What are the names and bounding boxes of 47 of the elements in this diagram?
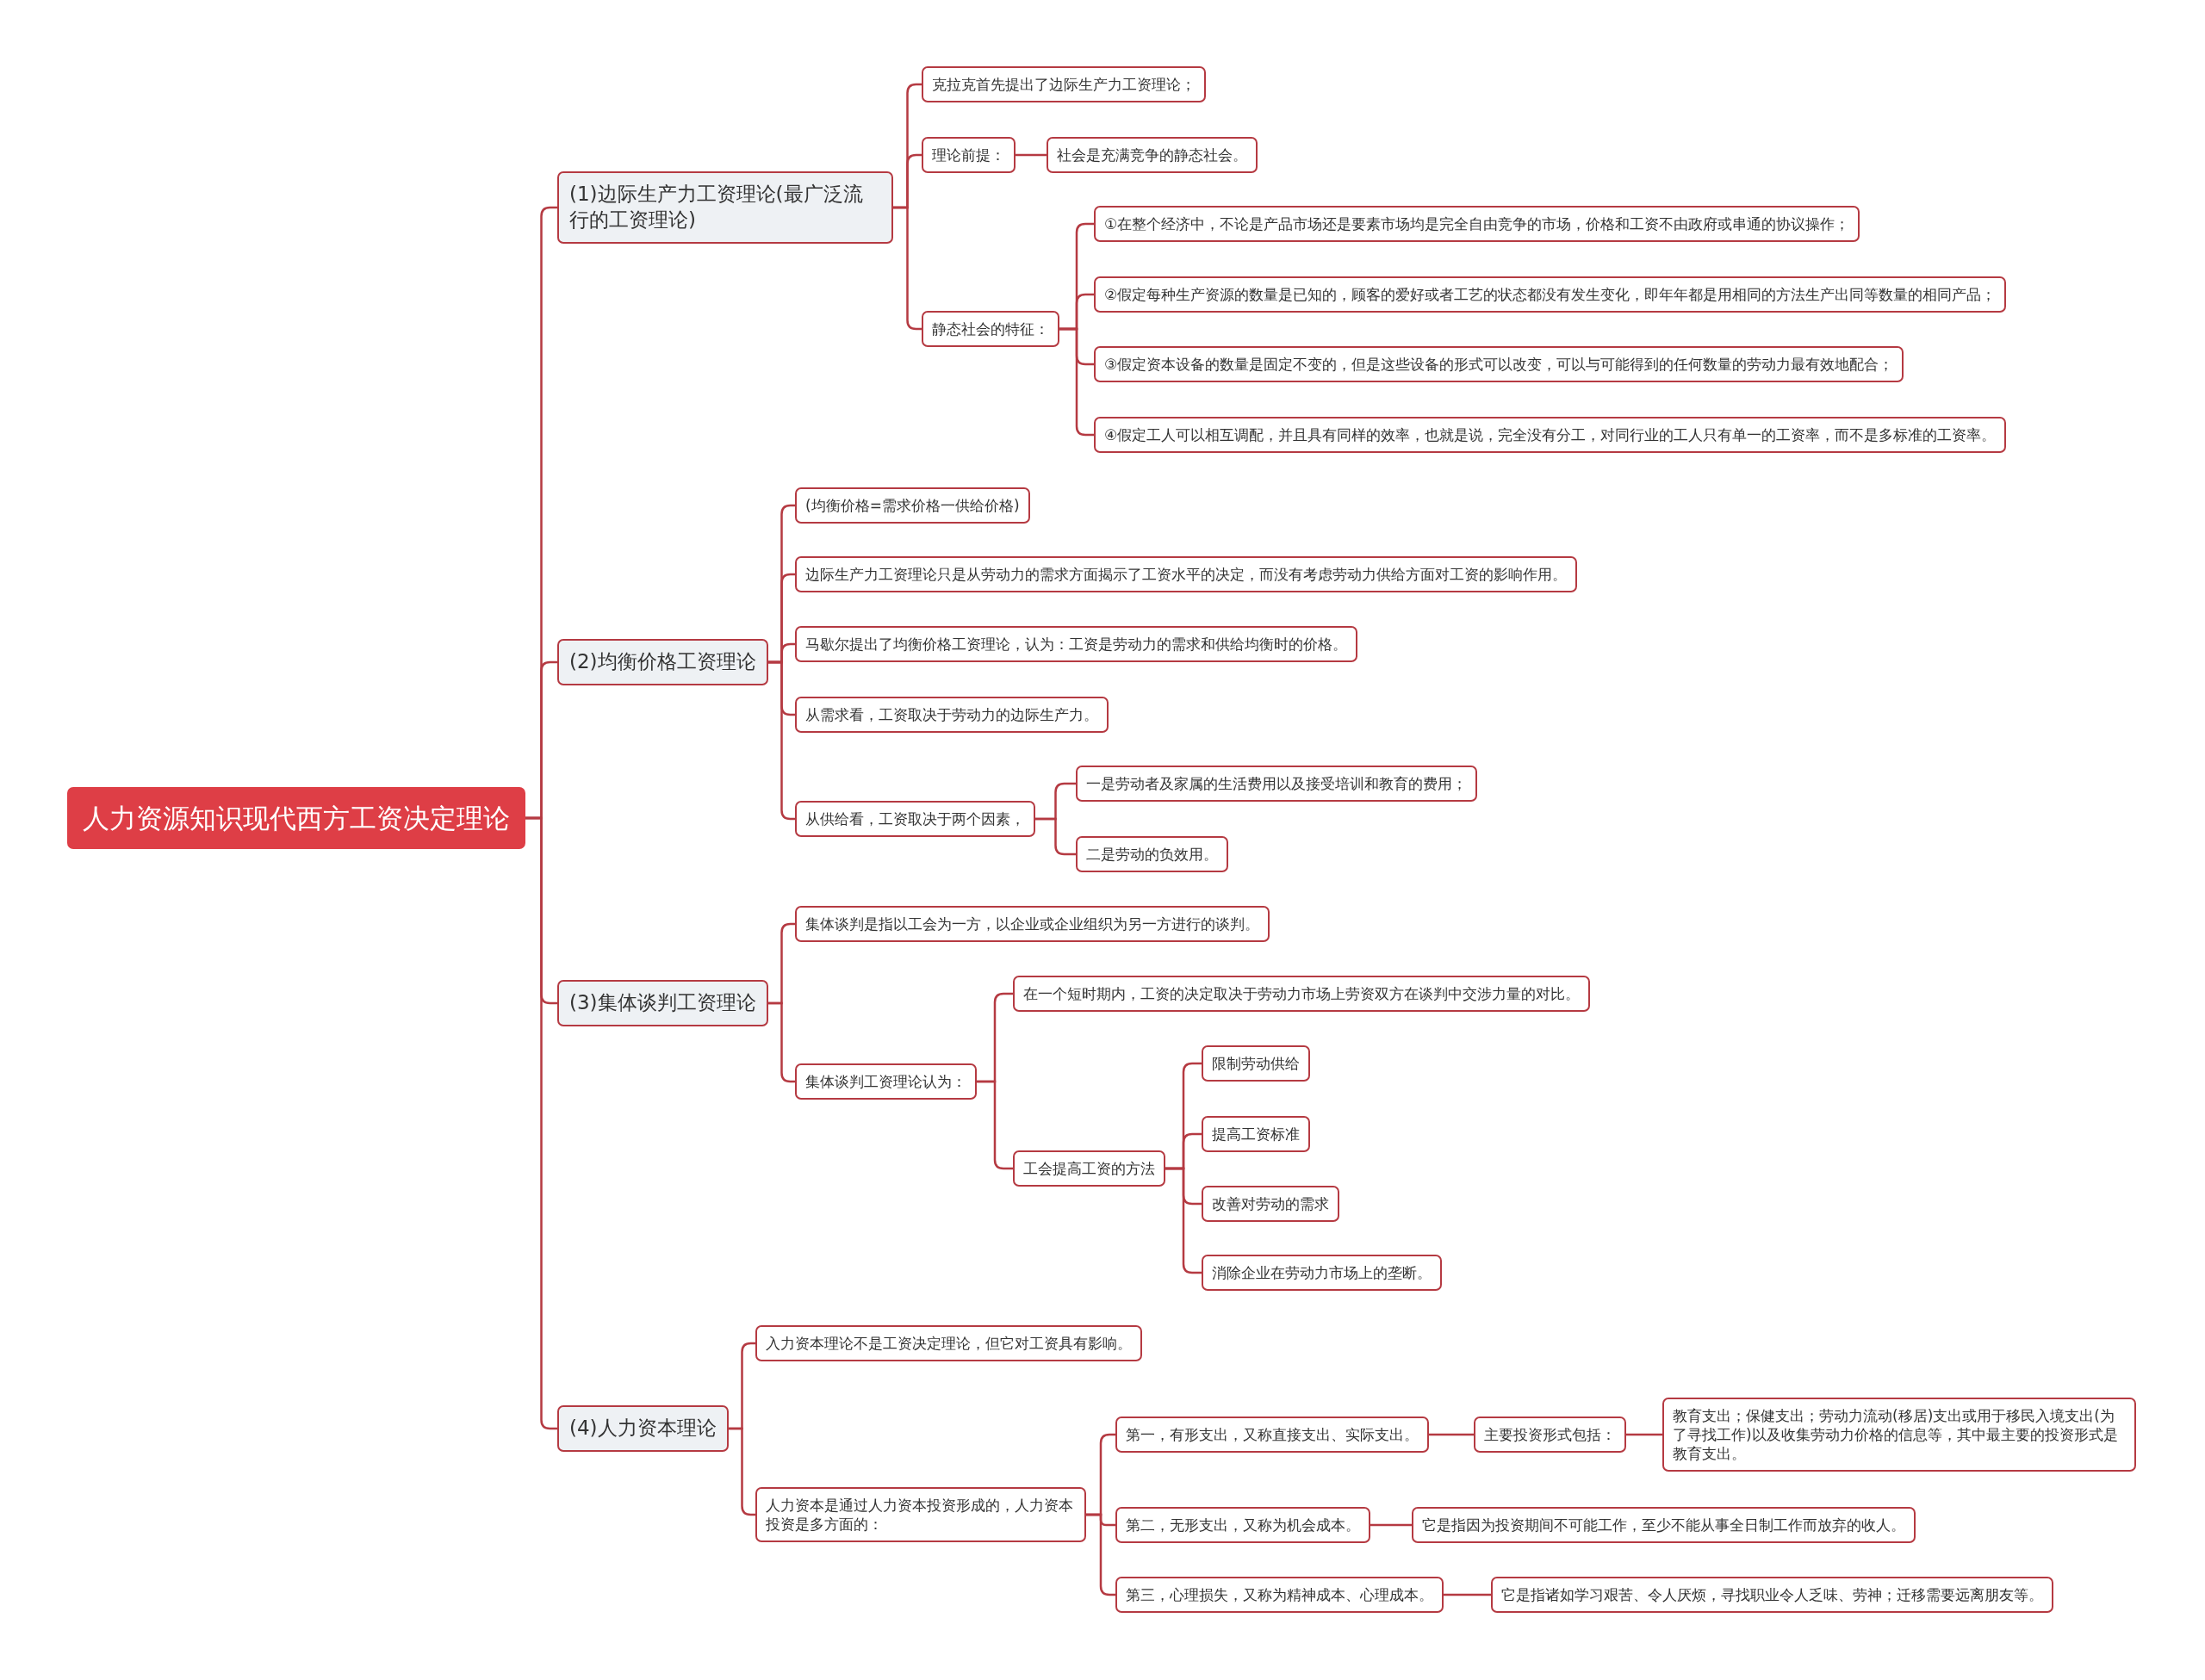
topic-box: 提高工资标准 <box>1202 1116 1310 1153</box>
connector-line <box>1165 1167 1202 1274</box>
connector-line <box>1035 817 1076 856</box>
topic-box: 边际生产力工资理论只是从劳动力的需求方面揭示了工资水平的决定，而没有考虑劳动力供给方面对工资的影响作用。 <box>795 556 1577 593</box>
topic-box: ①在整个经济中，不论是产品市场还是要素市场均是完全自由竞争的市场，价格和工资不由政府或串通的协议操作； <box>1094 206 1860 243</box>
topic-box: 理论前提： <box>922 137 1016 174</box>
topic-box: 它是指因为投资期间不可能工作，至少不能从事全日制工作而放弃的收人。 <box>1412 1507 1916 1544</box>
topic-box: 马歇尔提出了均衡价格工资理论，认为：工资是劳动力的需求和供给均衡时的价格。 <box>795 626 1357 663</box>
topic-box: 工会提高工资的方法 <box>1013 1150 1165 1187</box>
topic-box: 二是劳动的负效用。 <box>1076 836 1228 873</box>
connector-line <box>977 1080 1013 1170</box>
connector-line <box>1370 1523 1412 1527</box>
connector-line <box>1444 1593 1491 1596</box>
main-branch-box: (4)人力资本理论 <box>557 1405 729 1452</box>
topic-box: 社会是充满竞争的静态社会。 <box>1047 137 1258 174</box>
main-branch-box: (2)均衡价格工资理论 <box>557 639 768 685</box>
topic-box: 集体谈判是指以工会为一方，以企业或企业组织为另一方进行的谈判。 <box>795 906 1270 943</box>
topic-box: 主要投资形式包括： <box>1474 1417 1626 1454</box>
topic-box: 第一，有形支出，又称直接支出、实际支出。 <box>1115 1417 1429 1454</box>
topic-box: 人力资本是通过人力资本投资形成的，人力资本投资是多方面的： <box>755 1487 1086 1543</box>
topic-box: 改善对劳动的需求 <box>1202 1186 1339 1223</box>
topic-box: ④假定工人可以相互调配，并且具有同样的效率，也就是说，完全没有分工，对同行业的工人只有单一的工资率，而不是多标准的工资率。 <box>1094 417 2007 454</box>
topic-box: 第三，心理损失，又称为精神成本、心理成本。 <box>1115 1577 1444 1614</box>
topic-box: 在一个短时期内，工资的决定取决于劳动力市场上劳资双方在谈判中交涉力量的对比。 <box>1013 976 1590 1013</box>
topic-box: 教育支出；保健支出；劳动力流动(移居)支出或用于移民入境支出(为了寻找工作)以及收集劳动力价格的信息等，其中最主要的投资形式是教育支出。 <box>1662 1398 2136 1472</box>
topic-box: 限制劳动供给 <box>1202 1045 1310 1082</box>
connector-line <box>1059 327 1094 437</box>
connector-line <box>1429 1433 1474 1436</box>
connector-line <box>1016 153 1047 157</box>
topic-box: 从供给看，工资取决于两个因素， <box>795 801 1035 838</box>
topic-box: ②假定每种生产资源的数量是已知的，顾客的爱好或者工艺的状态都没有发生变化，即年年都是用相同的方法生产出同等数量的相同产品； <box>1094 276 2007 313</box>
topic-box: 克拉克首先提出了边际生产力工资理论； <box>922 66 1206 103</box>
topic-box: (均衡价格=需求价格一供给价格) <box>795 487 1030 524</box>
topic-box: 入力资本理论不是工资决定理论，但它对工资具有影响。 <box>755 1325 1142 1362</box>
topic-box: 集体谈判工资理论认为： <box>795 1063 977 1100</box>
connector-line <box>893 206 922 331</box>
connector-line <box>1626 1433 1662 1436</box>
main-branch-box: (1)边际生产力工资理论(最广泛流行的工资理论) <box>557 171 893 244</box>
topic-box: 一是劳动者及家属的生活费用以及接受培训和教育的费用； <box>1076 766 1477 803</box>
topic-box: ③假定资本设备的数量是固定不变的，但是这些设备的形式可以改变，可以与可能得到的任何数量的劳动力最有效地配合； <box>1094 346 1904 383</box>
topic-box: 消除企业在劳动力市场上的垄断。 <box>1202 1255 1442 1292</box>
central-topic-box: 人力资源知识现代西方工资决定理论 <box>67 787 525 850</box>
topic-box: 第二，无形支出，又称为机会成本。 <box>1115 1507 1370 1544</box>
topic-box: 静态社会的特征： <box>922 311 1059 348</box>
topic-box: 它是指诸如学习艰苦、令人厌烦，寻找职业令人乏味、劳神；迁移需要远离朋友等。 <box>1491 1577 2053 1614</box>
main-branch-box: (3)集体谈判工资理论 <box>557 980 768 1026</box>
topic-box: 从需求看，工资取决于劳动力的边际生产力。 <box>795 697 1109 734</box>
